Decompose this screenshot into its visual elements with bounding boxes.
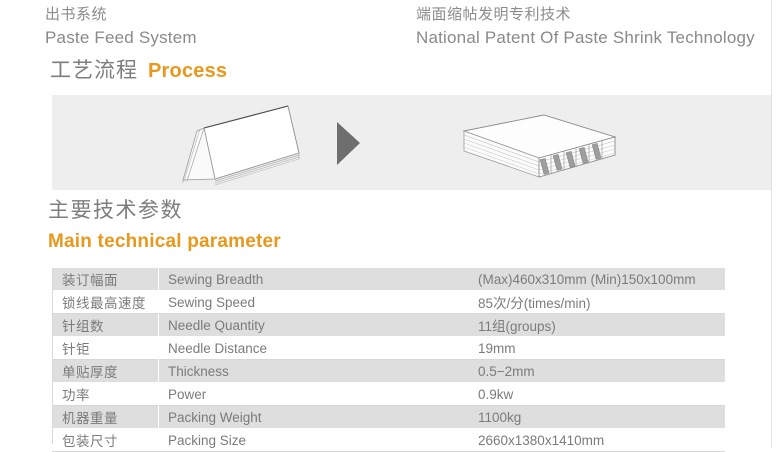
table-row: 针钜 Needle Distance 19mm xyxy=(52,336,725,360)
process-heading-en: Process xyxy=(148,60,228,82)
page-right-rule xyxy=(771,0,772,448)
table-row: 锁线最高速度 Sewing Speed 85次/分(times/min) xyxy=(52,290,725,314)
spec-table-body: 装订幅面 Sewing Breadth (Max)460x310mm (Min)… xyxy=(52,268,725,452)
spec-label-en: Needle Distance xyxy=(158,336,468,360)
table-row: 机器重量 Packing Weight 1100kg xyxy=(52,405,725,429)
spec-label-en: Sewing Breadth xyxy=(158,268,468,291)
right-triangle-arrow-icon xyxy=(337,122,360,165)
spec-label-en: Packing Size xyxy=(158,428,468,452)
spec-value: (Max)460x310mm (Min)150x100mm xyxy=(468,268,725,291)
spec-value: 85次/分(times/min) xyxy=(468,290,725,314)
spec-label-en: Packing Weight xyxy=(158,405,468,429)
spec-label-cn: 单贴厚度 xyxy=(52,359,158,383)
process-diagram-art xyxy=(182,105,617,186)
spec-label-cn: 机器重量 xyxy=(52,405,158,429)
spec-label-en: Thickness xyxy=(158,359,468,383)
spec-value: 19mm xyxy=(468,336,725,360)
table-row: 针组数 Needle Quantity 11组(groups) xyxy=(52,313,725,337)
folded-signature-tent-icon xyxy=(182,105,300,186)
header-right-title-cn: 端面缩帖发明专利技术 xyxy=(416,6,572,23)
parameter-section-heading: 主要技术参数 Main technical parameter xyxy=(48,196,281,255)
spec-label-cn: 功率 xyxy=(52,382,158,406)
spec-value: 2660x1380x1410mm xyxy=(468,428,725,452)
page-header: 出书系统 Paste Feed System 端面缩帖发明专利技术 Nation… xyxy=(0,4,784,64)
spec-label-en: Power xyxy=(158,382,468,406)
spec-table-left-rule xyxy=(52,268,53,444)
header-left-title-cn: 出书系统 xyxy=(45,6,108,23)
spec-label-cn: 针钜 xyxy=(52,336,158,360)
spec-label-cn: 锁线最高速度 xyxy=(52,290,158,314)
parameter-heading-en: Main technical parameter xyxy=(48,231,281,252)
table-row: 包装尺寸 Packing Size 2660x1380x1410mm xyxy=(52,428,725,452)
spec-value: 0.5−2mm xyxy=(468,359,725,383)
spec-label-cn: 针组数 xyxy=(52,313,158,337)
spec-value: 11组(groups) xyxy=(468,313,725,337)
spec-value: 0.9kw xyxy=(468,382,725,406)
spec-value: 1100kg xyxy=(468,405,725,429)
spec-label-en: Sewing Speed xyxy=(158,290,468,314)
parameter-heading-cn: 主要技术参数 xyxy=(48,199,183,222)
process-diagram-panel xyxy=(52,95,771,190)
spec-label-cn: 装订幅面 xyxy=(52,268,158,291)
header-right-title-en: National Patent Of Paste Shrink Technolo… xyxy=(416,28,755,47)
header-left-block: 出书系统 Paste Feed System xyxy=(45,4,197,50)
spec-table: 装订幅面 Sewing Breadth (Max)460x310mm (Min)… xyxy=(52,268,725,452)
header-left-title-en: Paste Feed System xyxy=(45,28,197,47)
header-right-block: 端面缩帖发明专利技术 National Patent Of Paste Shri… xyxy=(416,4,755,50)
spec-label-cn: 包装尺寸 xyxy=(52,428,158,452)
process-heading-cn: 工艺流程 xyxy=(50,59,138,82)
table-row: 装订幅面 Sewing Breadth (Max)460x310mm (Min)… xyxy=(52,268,725,291)
spec-label-en: Needle Quantity xyxy=(158,313,468,337)
stacked-book-block-icon xyxy=(462,114,617,178)
table-row: 单贴厚度 Thickness 0.5−2mm xyxy=(52,359,725,383)
process-section-heading: 工艺流程 Process xyxy=(50,57,227,85)
table-row: 功率 Power 0.9kw xyxy=(52,382,725,406)
